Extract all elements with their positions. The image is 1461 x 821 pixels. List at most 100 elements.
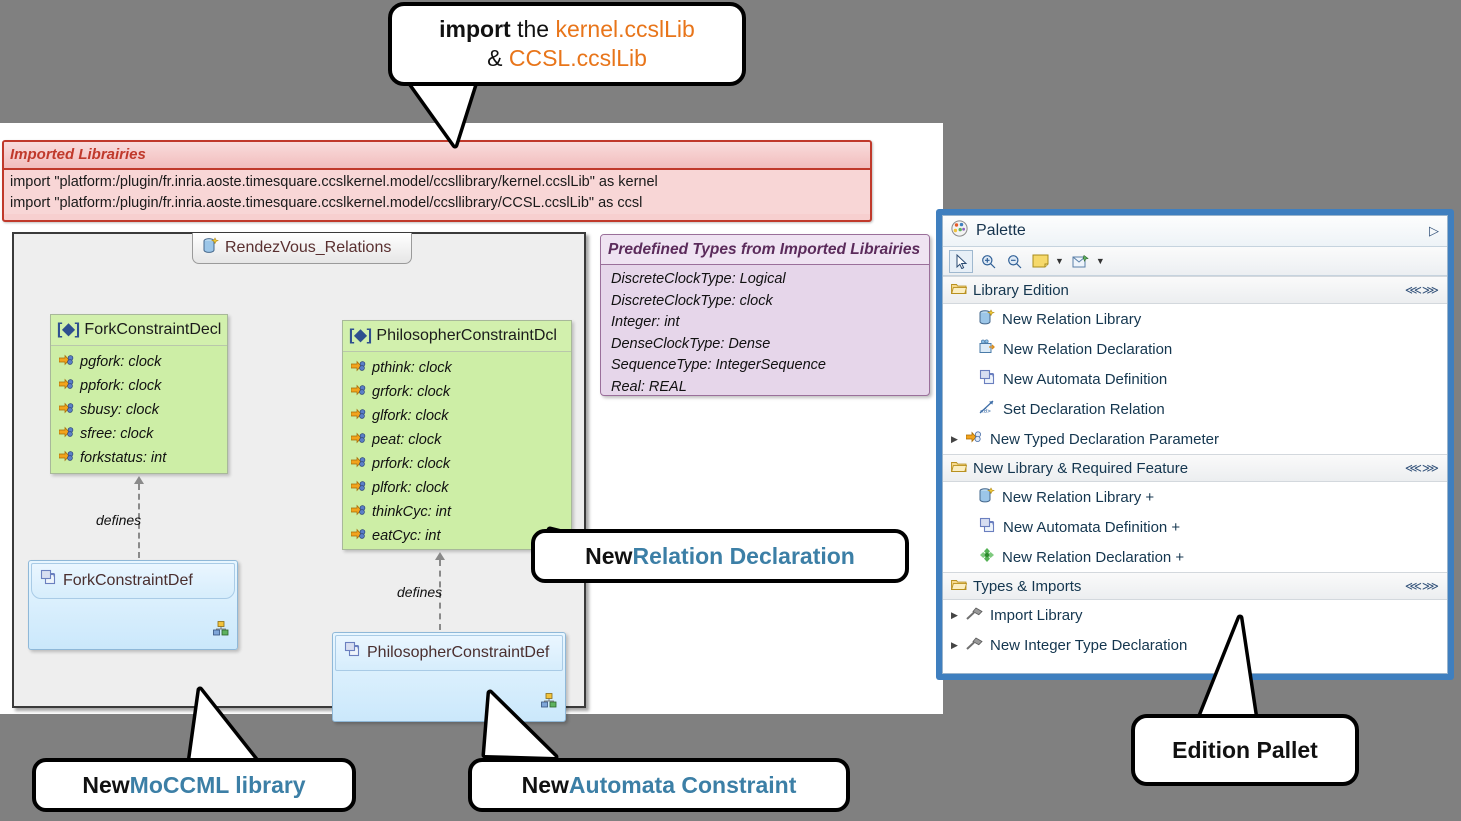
relation-library-icon (979, 486, 995, 508)
relation-declaration-icon (979, 339, 996, 359)
defines-link-2[interactable] (439, 560, 441, 630)
predefined-type-line: Real: REAL (611, 378, 687, 395)
list-item: sfree: clock (51, 422, 227, 446)
set-declaration-relation-icon: <0> (979, 399, 996, 419)
relation-declaration-callout: New Relation Declaration (531, 529, 909, 583)
typed-parameter-icon (350, 380, 366, 404)
palette-item-set-declaration-relation[interactable]: <0> Set Declaration Relation (943, 394, 1447, 424)
import-line: import "platform:/plugin/fr.inria.aoste.… (10, 174, 658, 190)
note-dropdown-caret-icon[interactable]: ▼ (1055, 256, 1064, 266)
edition-pallet-callout-label: Edition Pallet (1172, 736, 1318, 763)
palette-item-new-automata-definition[interactable]: New Automata Definition (943, 364, 1447, 394)
expand-arrow-icon[interactable]: ▶ (951, 639, 958, 650)
list-item: eatCyc: int (343, 524, 571, 548)
diagram-surface[interactable]: [◆] ForkConstraintDecl pgfork: clock ppf… (14, 264, 584, 722)
palette-item-new-relation-declaration[interactable]: New Relation Declaration (943, 334, 1447, 364)
fork-decl-attr-label: forkstatus: int (80, 450, 167, 466)
philo-decl-attr-label: glfork: clock (372, 408, 449, 424)
defines-link-1[interactable] (138, 484, 140, 558)
list-item: ppfork: clock (51, 374, 227, 398)
palette-item-new-relation-library[interactable]: New Relation Library (943, 304, 1447, 334)
hammer-icon (966, 606, 983, 625)
moccml-library-callout: New MoCCML library (32, 758, 356, 812)
moccml-callout-accent: MoCCML library (129, 771, 306, 798)
philosopher-constraint-declaration-node[interactable]: [◆] PhilosopherConstraintDcl pthink: clo… (342, 320, 572, 550)
fork-decl-attr-label: ppfork: clock (80, 378, 162, 394)
palette-expand-icon[interactable]: ▷ (1429, 223, 1439, 238)
fork-constraint-declaration-node[interactable]: [◆] ForkConstraintDecl pgfork: clock ppf… (50, 314, 228, 474)
list-item: glfork: clock (343, 404, 571, 428)
zoom-in-tool[interactable] (977, 251, 999, 272)
palette-item-new-relation-declaration-plus[interactable]: New Relation Declaration + (943, 542, 1447, 572)
palette-icon (951, 220, 968, 242)
green-diamond-icon (979, 547, 995, 567)
automata-callout-prefix: New (521, 771, 569, 798)
import-callout-lib1: kernel.ccslLib (555, 16, 695, 42)
diagram-editor-frame: [◆] ForkConstraintDecl pgfork: clock ppf… (12, 232, 586, 722)
automata-definition-icon (979, 517, 996, 537)
zoom-out-tool[interactable] (1003, 251, 1025, 272)
automata-constraint-callout-pointer (481, 689, 559, 761)
palette-group-pin-icon[interactable]: ⋘⋙ (1404, 461, 1439, 475)
import-line: import "platform:/plugin/fr.inria.aoste.… (10, 195, 643, 211)
philo-def-title: PhilosopherConstraintDef (335, 635, 563, 671)
palette-group-library-edition[interactable]: Library Edition ⋘⋙ (943, 276, 1447, 304)
predefined-type-line: SequenceType: IntegerSequence (611, 357, 826, 373)
predefined-type-line: Integer: int (611, 314, 680, 330)
palette-item-label: New Typed Declaration Parameter (990, 430, 1219, 448)
philosopher-constraint-definition-node[interactable]: PhilosopherConstraintDef (332, 632, 566, 722)
defines-arrow-2 (435, 552, 445, 560)
expand-arrow-icon[interactable]: ▶ (951, 433, 958, 444)
imported-libraries-box[interactable]: Imported Librairies import "platform:/pl… (2, 140, 872, 222)
fork-def-title-label: ForkConstraintDef (63, 572, 193, 589)
palette-group-types-imports[interactable]: Types & Imports ⋘⋙ (943, 572, 1447, 600)
fork-constraint-definition-node[interactable]: ForkConstraintDef (28, 560, 238, 650)
fork-decl-title-label: ForkConstraintDecl (84, 321, 222, 338)
defines-arrow-1 (134, 476, 144, 484)
philo-decl-title-label: PhilosopherConstraintDcl (376, 327, 557, 344)
palette-item-import-library[interactable]: ▶ Import Library (943, 600, 1447, 630)
expand-arrow-icon[interactable]: ▶ (951, 609, 958, 620)
imported-libraries-body: import "platform:/plugin/fr.inria.aoste.… (4, 170, 870, 214)
typed-parameter-icon (58, 422, 74, 446)
open-folder-icon (951, 282, 968, 299)
palette-item-label: New Relation Library (1002, 310, 1142, 328)
philo-decl-attr-label: plfork: clock (372, 480, 449, 496)
palette-item-new-typed-declaration-parameter[interactable]: ▶ New Typed Declaration Parameter (943, 424, 1447, 454)
select-tool[interactable] (949, 249, 973, 273)
note-tool[interactable] (1029, 251, 1051, 272)
automata-definition-icon (344, 636, 361, 670)
predefined-types-box[interactable]: Predefined Types from Imported Librairie… (600, 234, 930, 396)
diagram-tab[interactable]: RendezVous_Relations (192, 233, 412, 264)
typed-parameter-icon (350, 500, 366, 524)
palette-item-label: New Automata Definition (1003, 370, 1168, 388)
palette-item-new-automata-definition-plus[interactable]: New Automata Definition + (943, 512, 1447, 542)
palette-item-label: New Relation Library + (1002, 488, 1155, 506)
fork-decl-title: [◆] ForkConstraintDecl (51, 315, 227, 346)
import-callout-lib2: CCSL.ccslLib (508, 45, 647, 71)
palette-group-label: Library Edition (973, 281, 1069, 299)
predefined-types-body: DiscreteClockType: Logical DiscreteClock… (601, 265, 929, 395)
relation-library-icon (203, 236, 219, 260)
philo-decl-attr-label: thinkCyc: int (372, 504, 451, 520)
palette-item-new-integer-type-declaration[interactable]: ▶ New Integer Type Declaration (943, 630, 1447, 660)
palette-title-label: Palette (976, 222, 1026, 239)
philo-decl-attr-label: eatCyc: int (372, 528, 441, 544)
import-callout: import the kernel.ccslLib & CCSL.ccslLib (388, 2, 746, 86)
palette-group-new-library-required-feature[interactable]: New Library & Required Feature ⋘⋙ (943, 454, 1447, 482)
note-attachment-tool[interactable] (1070, 251, 1092, 272)
declaration-badge-icon: [◆] (57, 321, 80, 338)
palette-group-pin-icon[interactable]: ⋘⋙ (1404, 283, 1439, 297)
automata-callout-accent: Automata Constraint (568, 771, 797, 798)
open-folder-icon (951, 578, 968, 595)
palette-titlebar: Palette ▷ (943, 216, 1447, 247)
palette-group-pin-icon[interactable]: ⋘⋙ (1404, 579, 1439, 593)
palette-item-new-relation-library-plus[interactable]: New Relation Library + (943, 482, 1447, 512)
fork-decl-attr-label: sbusy: clock (80, 402, 159, 418)
import-callout-the: the (510, 16, 556, 42)
import-callout-amp: & (487, 45, 509, 71)
hierarchy-icon (541, 693, 557, 713)
fork-decl-attr-label: sfree: clock (80, 426, 154, 442)
predefined-type-line: DiscreteClockType: Logical (611, 271, 786, 287)
attachment-dropdown-caret-icon[interactable]: ▼ (1095, 256, 1105, 266)
